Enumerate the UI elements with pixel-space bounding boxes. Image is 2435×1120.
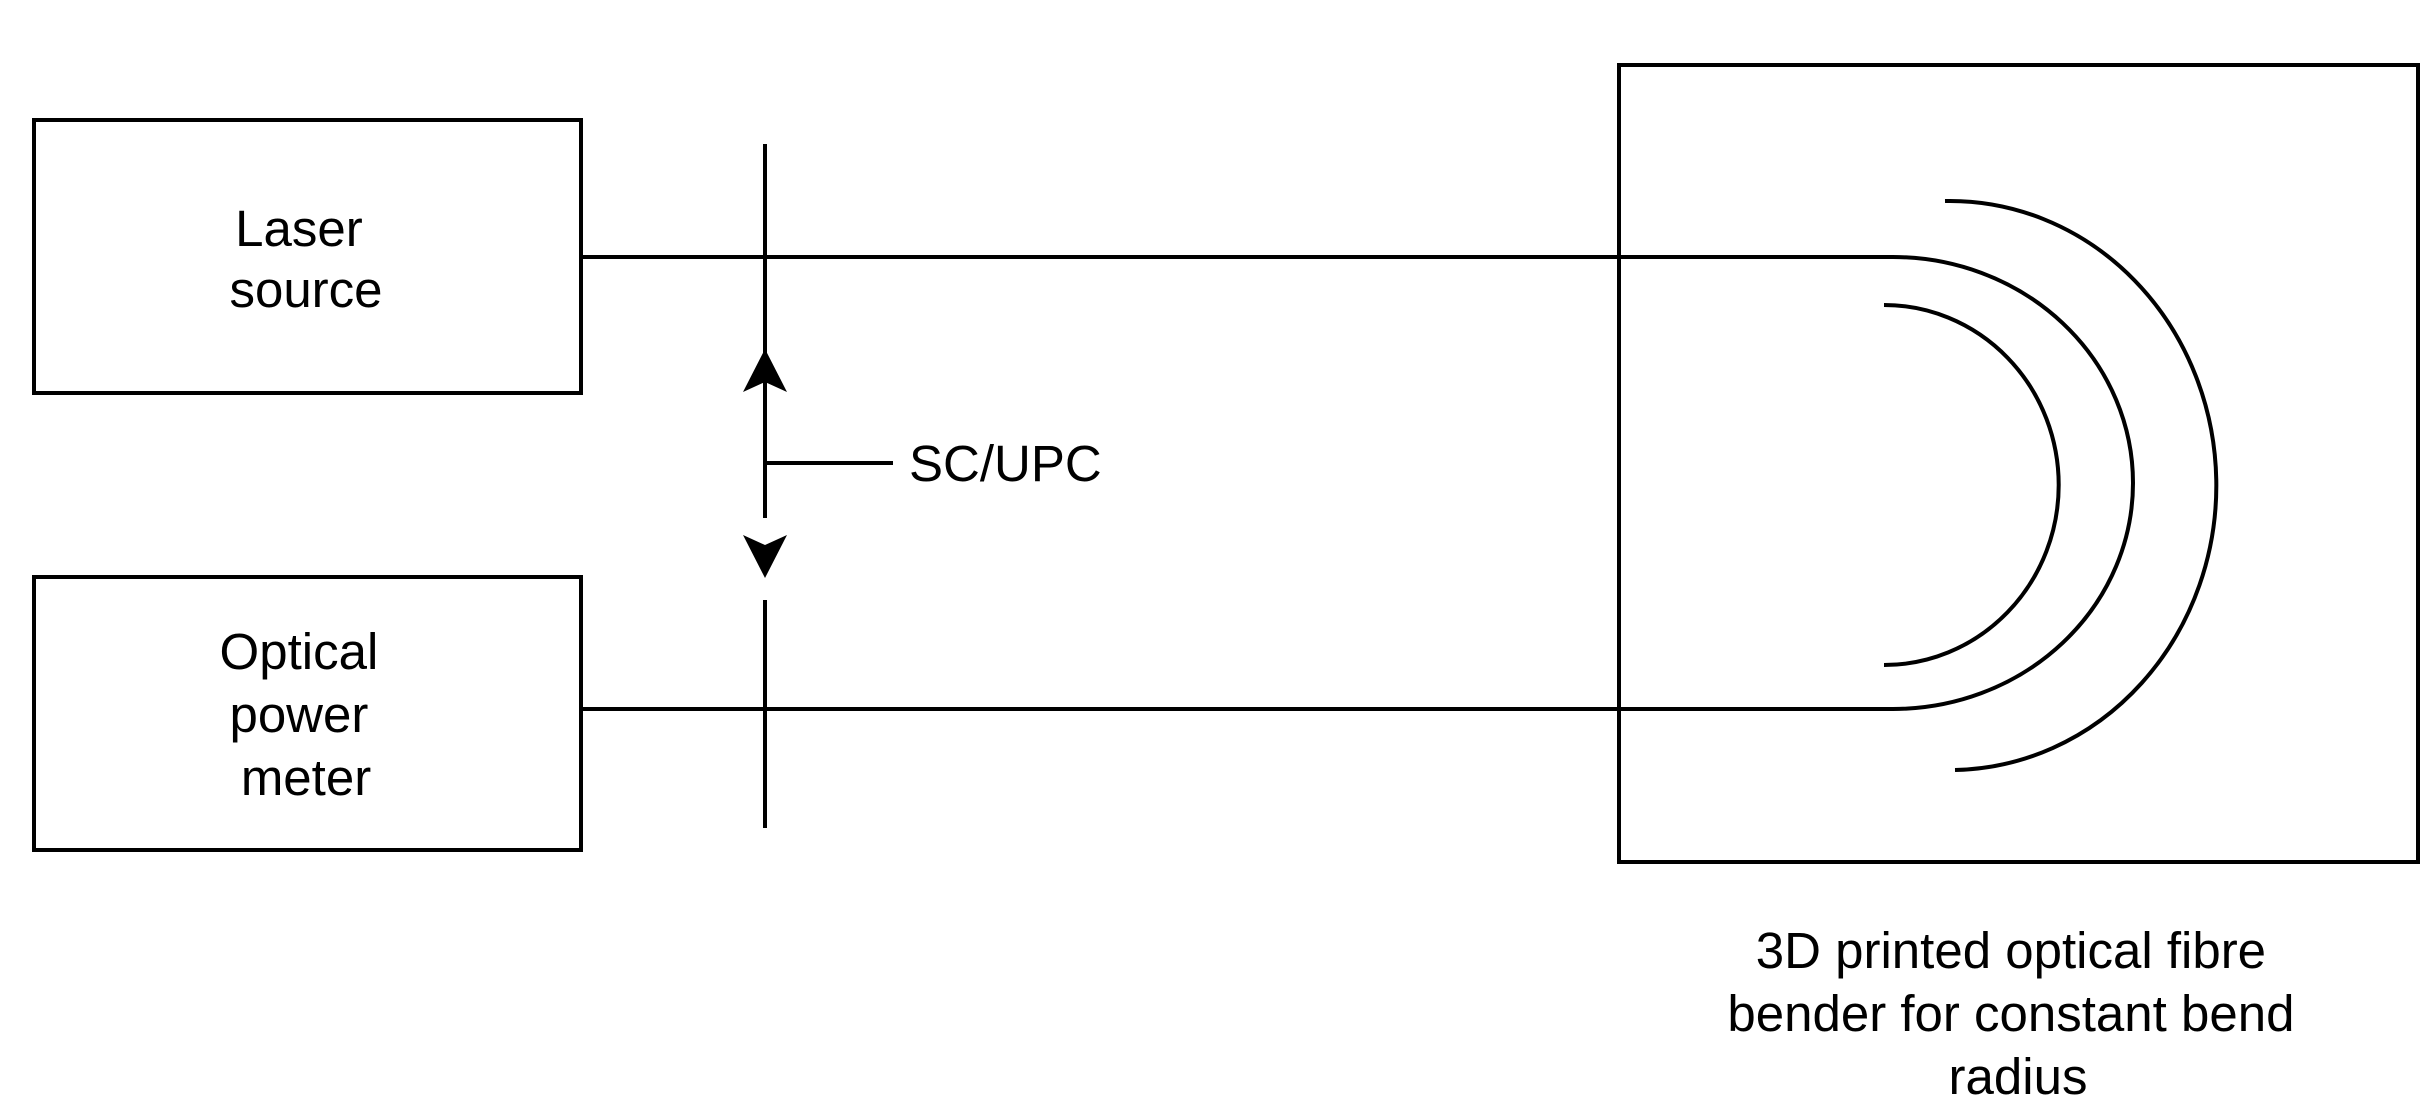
bender-caption-line-3: radius xyxy=(1949,1048,2088,1105)
power-meter-label-line-1: Optical xyxy=(220,623,379,680)
bender-caption: 3D printed optical fibre bender for cons… xyxy=(1727,922,2308,1105)
bender-inner-arc xyxy=(1883,303,2061,667)
power-meter-box xyxy=(32,575,583,852)
laser-source-label: Laser source xyxy=(229,200,382,318)
laser-source-label-line-1: Laser xyxy=(235,200,363,257)
power-meter-label-line-2: power xyxy=(229,686,368,743)
arrowhead-up-icon xyxy=(743,349,787,392)
power-meter-label-line-3: meter xyxy=(241,749,371,806)
bender-outer-arc xyxy=(1944,198,2219,772)
fibre-bend-arc xyxy=(1892,255,2135,711)
laser-source-block: Laser source xyxy=(32,118,583,395)
bender-box xyxy=(1617,63,2420,864)
fibre-bender: 3D printed optical fibre bender for cons… xyxy=(1617,63,2420,1105)
power-meter-block: Optical power meter xyxy=(32,575,583,852)
bender-caption-line-1: 3D printed optical fibre xyxy=(1756,922,2266,979)
power-meter-label: Optical power meter xyxy=(220,623,393,806)
laser-source-label-line-2: source xyxy=(229,261,382,318)
arrowhead-down-icon xyxy=(743,535,787,578)
connector-plane: SC/UPC xyxy=(743,144,1102,828)
bender-caption-line-2: bender for constant bend xyxy=(1727,985,2294,1042)
connector-label: SC/UPC xyxy=(909,435,1102,492)
